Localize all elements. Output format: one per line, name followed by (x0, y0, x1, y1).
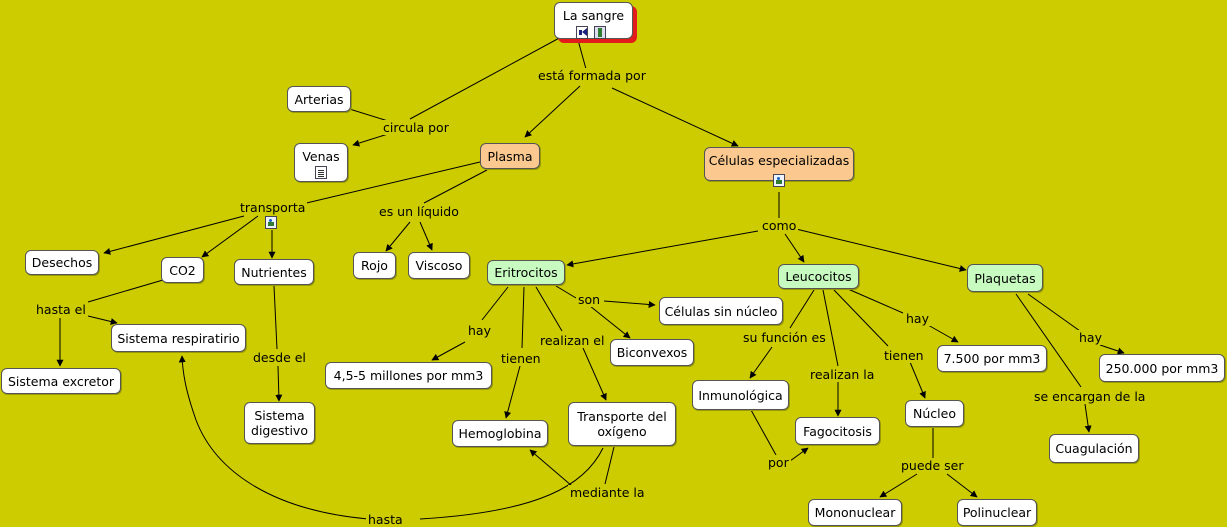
node-nucleo[interactable]: Núcleo (905, 400, 964, 427)
link-hay-plaquetas: hay (1077, 330, 1104, 345)
image-icon[interactable] (773, 174, 785, 187)
node-viscoso[interactable]: Viscoso (408, 252, 470, 279)
link-su-funcion-es: su función es (741, 330, 828, 345)
node-mononuclear[interactable]: Mononuclear (808, 499, 902, 526)
node-la-sangre[interactable]: La sangre (554, 2, 633, 39)
node-plasma[interactable]: Plasma (480, 143, 540, 169)
link-por: por (766, 455, 791, 470)
link-tienen-leucocitos: tienen (882, 348, 926, 363)
link-se-encargan-de-la: se encargan de la (1032, 389, 1148, 404)
link-realizan-el: realizan el (538, 333, 607, 348)
node-coagulacion[interactable]: Cuagulación (1049, 434, 1139, 463)
node-biconvexos[interactable]: Biconvexos (610, 339, 694, 366)
link-hasta: hasta (366, 512, 405, 527)
image-icon[interactable] (265, 216, 277, 229)
node-sistema-excretor[interactable]: Sistema excretor (1, 368, 121, 394)
sound-icon[interactable] (576, 26, 588, 39)
node-celulas-sin-nucleo[interactable]: Células sin núcleo (659, 297, 783, 325)
link-hasta-el: hasta el (34, 302, 88, 317)
node-sistema-respiratorio[interactable]: Sistema respiratirio (111, 324, 246, 352)
link-hay-leucocitos: hay (904, 311, 931, 326)
node-sistema-digestivo[interactable]: Sistema digestivo (244, 402, 315, 444)
link-tienen-eritrocitos: tienen (499, 351, 543, 366)
link-puede-ser: puede ser (899, 458, 966, 473)
link-realizan-la: realizan la (808, 367, 877, 382)
link-transporta: transporta (238, 200, 308, 215)
node-eritrocitos[interactable]: Eritrocitos (487, 260, 565, 285)
link-hay-eritrocitos: hay (466, 323, 493, 338)
link-es-un-liquido: es un líquido (377, 204, 461, 219)
link-son: son (576, 292, 603, 307)
node-inmunologica[interactable]: Inmunológica (692, 380, 789, 410)
node-arterias[interactable]: Arterias (287, 86, 351, 112)
node-transporte-del-oxigeno[interactable]: Transporte del oxígeno (568, 402, 676, 446)
node-polinuclear[interactable]: Polinuclear (957, 499, 1037, 526)
link-desde-el: desde el (251, 350, 308, 365)
link-mediante-la: mediante la (568, 485, 647, 500)
node-plaquetas[interactable]: Plaquetas (967, 264, 1043, 292)
node-leucocitos[interactable]: Leucocitos (778, 264, 859, 289)
film-icon[interactable] (594, 26, 606, 39)
node-250000-por-mm3[interactable]: 250.000 por mm3 (1099, 354, 1225, 382)
node-7500-por-mm3[interactable]: 7.500 por mm3 (937, 345, 1047, 372)
link-circula-por: circula por (381, 120, 451, 135)
document-icon[interactable] (315, 166, 327, 179)
node-desechos[interactable]: Desechos (25, 250, 99, 275)
node-rojo[interactable]: Rojo (353, 252, 396, 279)
node-nutrientes[interactable]: Nutrientes (234, 259, 314, 285)
node-4-5-millones[interactable]: 4,5-5 millones por mm3 (325, 362, 492, 389)
node-hemoglobina[interactable]: Hemoglobina (452, 420, 548, 447)
link-esta-formada-por: está formada por (536, 68, 648, 83)
node-label: La sangre (562, 8, 625, 23)
node-co2[interactable]: CO2 (161, 257, 204, 283)
node-celulas-especializadas[interactable]: Células especializadas (704, 147, 854, 181)
link-como: como (760, 218, 799, 233)
node-fagocitosis[interactable]: Fagocitosis (795, 417, 880, 445)
